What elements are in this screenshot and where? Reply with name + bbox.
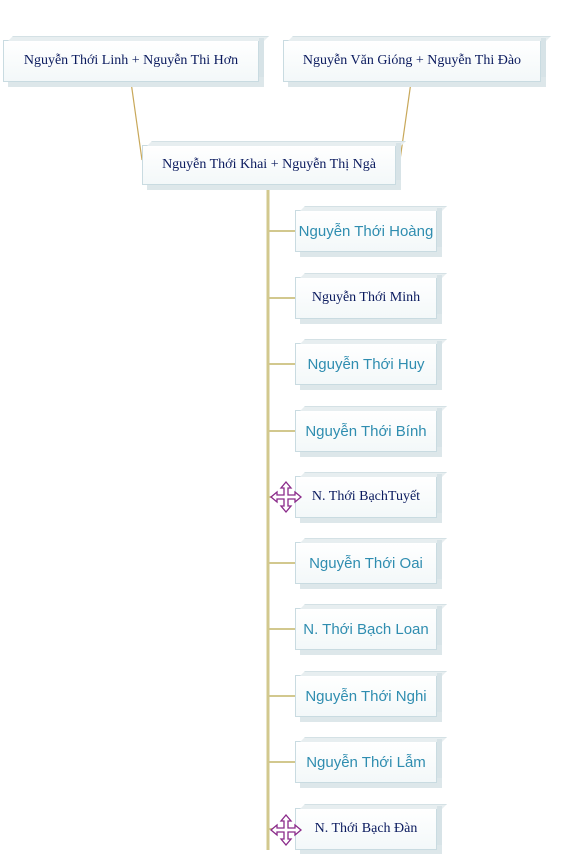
child-node[interactable]: N. Thới Bạch Loan bbox=[295, 606, 442, 650]
child-label: Nguyễn Thới Minh bbox=[311, 290, 421, 305]
child-node[interactable]: Nguyễn Thới Oai bbox=[295, 540, 442, 584]
parent-paternal-label: Nguyễn Thới Linh + Nguyễn Thi Hơn bbox=[23, 53, 239, 68]
child-node[interactable]: N. Thới Bạch Đàn bbox=[295, 806, 442, 850]
child-node[interactable]: Nguyễn Thới Minh bbox=[295, 275, 442, 319]
child-label: N. Thới BạchTuyết bbox=[311, 489, 421, 504]
child-label: N. Thới Bạch Loan bbox=[303, 620, 429, 638]
move-cursor-icon[interactable] bbox=[269, 480, 303, 514]
parent-paternal-node[interactable]: Nguyễn Thới Linh + Nguyễn Thi Hơn bbox=[3, 38, 264, 82]
couple-node[interactable]: Nguyễn Thới Khai + Nguyễn Thị Ngà bbox=[142, 143, 401, 185]
child-label: Nguyễn Thới Huy bbox=[307, 355, 425, 373]
child-label: Nguyễn Thới Lẫm bbox=[306, 753, 426, 771]
child-label: Nguyễn Thới Hoàng bbox=[298, 222, 434, 240]
child-node[interactable]: Nguyễn Thới Huy bbox=[295, 341, 442, 385]
maternal-link bbox=[399, 81, 412, 161]
child-label: N. Thới Bạch Đàn bbox=[314, 821, 418, 836]
child-node[interactable]: Nguyễn Thới Hoàng bbox=[295, 208, 442, 252]
child-label: Nguyễn Thới Bính bbox=[305, 422, 427, 440]
child-label: Nguyễn Thới Oai bbox=[309, 554, 423, 572]
child-label: Nguyễn Thới Nghi bbox=[305, 687, 427, 705]
couple-label: Nguyễn Thới Khai + Nguyễn Thị Ngà bbox=[162, 157, 376, 172]
child-node[interactable]: N. Thới BạchTuyết bbox=[295, 474, 442, 518]
move-cursor-icon[interactable] bbox=[269, 813, 303, 847]
child-node[interactable]: Nguyễn Thới Bính bbox=[295, 408, 442, 452]
child-node[interactable]: Nguyễn Thới Nghi bbox=[295, 673, 442, 717]
parent-maternal-node[interactable]: Nguyễn Văn Gióng + Nguyễn Thi Đào bbox=[283, 38, 546, 82]
paternal-link bbox=[130, 81, 143, 161]
child-node[interactable]: Nguyễn Thới Lẫm bbox=[295, 739, 442, 783]
parent-maternal-label: Nguyễn Văn Gióng + Nguyễn Thi Đào bbox=[302, 53, 522, 68]
